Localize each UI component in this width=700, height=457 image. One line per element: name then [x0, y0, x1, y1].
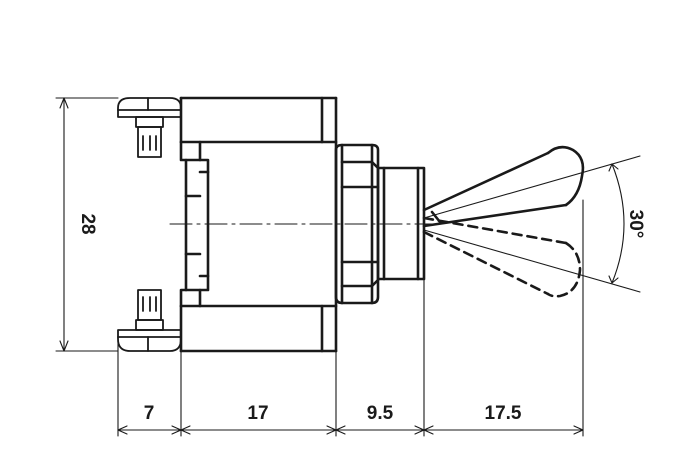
terminal-screw-top: [117, 97, 182, 158]
angle-label: 30°: [625, 210, 646, 239]
horizontal-dimension-chain: [117, 199, 584, 437]
height-dimension: [55, 97, 119, 352]
switch-housing: [179, 96, 338, 353]
segment-1-label: 7: [144, 403, 155, 424]
segment-2-label: 17: [247, 403, 268, 424]
toggle-lever-down: [422, 216, 582, 298]
angle-indicator: [423, 155, 641, 293]
toggle-lever-up: [422, 145, 585, 228]
height-label: 28: [77, 213, 98, 234]
segment-3-label: 9.5: [367, 403, 394, 424]
terminal-screw-bottom: [117, 289, 182, 352]
segment-4-label: 17.5: [485, 403, 522, 424]
